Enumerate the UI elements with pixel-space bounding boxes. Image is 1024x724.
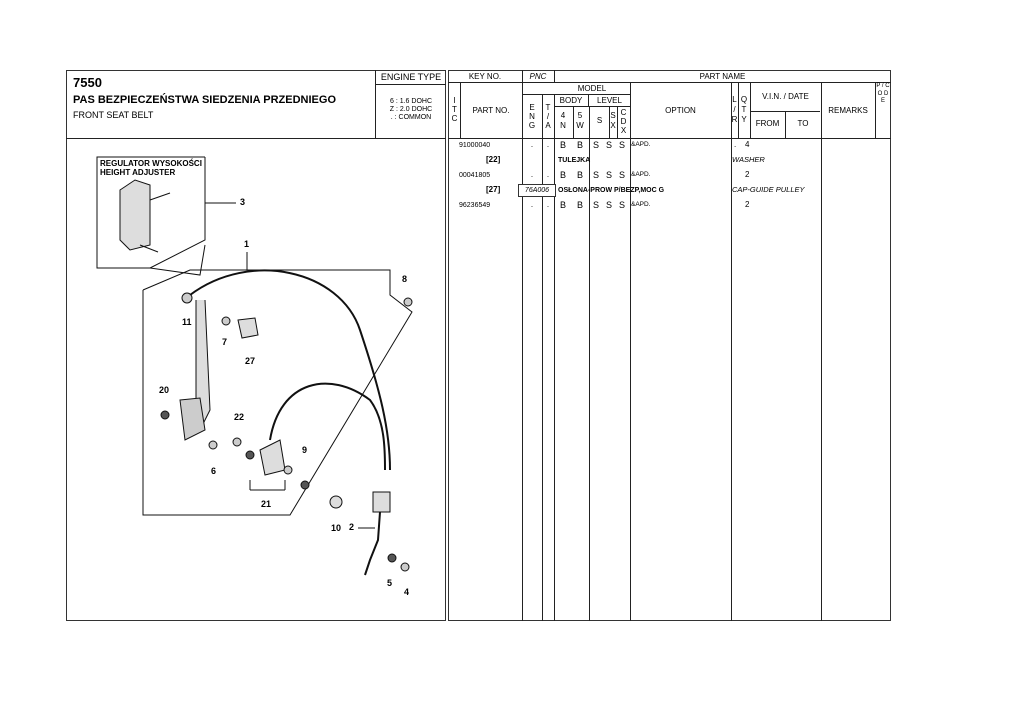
col-qty: Q T Y (740, 95, 748, 124)
col-vin-date: V.I.N. / DATE (762, 92, 809, 101)
col-sx: S X (610, 111, 616, 130)
option: &APD. (631, 171, 651, 178)
col-key-no: KEY NO. (468, 72, 502, 81)
lr: . (734, 140, 737, 149)
callout-22: 22 (234, 412, 245, 422)
level-cdx: S (618, 200, 625, 210)
callout-5: 5 (387, 578, 393, 588)
body-4n: B (559, 170, 566, 180)
buckle-assembly (329, 491, 410, 576)
level-sx: S (605, 140, 612, 150)
callout-1: 1 (244, 239, 250, 249)
key-no: [27] (486, 185, 501, 194)
part-name-pl: TULEJKA (558, 157, 591, 164)
level-s: S (592, 140, 599, 150)
level-cdx: S (618, 170, 625, 180)
col-cdx: C D X (620, 108, 627, 135)
belt-assembly-outline (142, 252, 413, 516)
callout-9: 9 (302, 445, 308, 455)
part-no: 91000040 (459, 142, 491, 149)
col-4n: 4 N (560, 111, 566, 130)
col-to: TO (797, 119, 809, 128)
callout-11: 11 (182, 317, 192, 327)
option: &APD. (631, 201, 651, 208)
col-ta: T / A (545, 103, 551, 130)
level-cdx: S (618, 140, 625, 150)
level-s: S (592, 170, 599, 180)
col-pnc: PNC (529, 72, 547, 81)
level-s: S (592, 200, 599, 210)
engine-type-1: 6 : 1.6 DOHC (389, 98, 432, 105)
option: &APD. (631, 141, 651, 148)
col-part-name: PART NAME (699, 72, 746, 81)
col-body: BODY (559, 96, 583, 105)
eng: . (530, 200, 534, 209)
qty: 2 (745, 170, 750, 179)
part-name-en: CAP-GUIDE PULLEY (732, 185, 805, 194)
inset-title-pl: REGULATOR WYSOKOŚCI (100, 159, 202, 168)
part-no: 96236549 (459, 202, 491, 209)
callout-8: 8 (402, 274, 408, 284)
callout-2: 2 (349, 522, 355, 532)
callout-7: 7 (222, 337, 228, 347)
body-5w: B (576, 140, 583, 150)
col-model: MODEL (577, 84, 607, 93)
body-5w: B (576, 170, 583, 180)
eng: . (530, 140, 534, 149)
pnc: 76A006 (518, 184, 556, 197)
level-sx: S (605, 200, 612, 210)
left-panel (66, 70, 446, 621)
col-level: LEVEL (597, 96, 622, 105)
title-english: FRONT SEAT BELT (73, 110, 154, 120)
callout-10: 10 (331, 523, 342, 533)
key-no: [22] (486, 155, 501, 164)
callout-21: 21 (261, 499, 272, 509)
title-polish: PAS BEZPIECZEŃSTWA SIEDZENIA PRZEDNIEGO (73, 94, 337, 106)
col-lr: L / R (731, 95, 738, 124)
ta: . (546, 170, 550, 179)
parts-table (448, 70, 891, 621)
callout-3: 3 (240, 197, 246, 207)
section-code: 7550 (73, 75, 102, 90)
ta: . (546, 200, 550, 209)
col-from: FROM (755, 119, 780, 128)
part-no: 00041805 (459, 172, 491, 179)
col-part-no: PART NO. (472, 106, 510, 115)
qty: 4 (745, 140, 750, 149)
callout-27: 27 (245, 356, 256, 366)
col-eng: E N G (528, 103, 536, 130)
col-itc: I T C (451, 96, 458, 123)
eng: . (530, 170, 534, 179)
body-4n: B (559, 200, 566, 210)
col-option: OPTION (665, 106, 696, 115)
col-pcode: P / C O D E (876, 83, 890, 104)
ta: . (546, 140, 550, 149)
level-sx: S (605, 170, 612, 180)
col-5w: 5 W (576, 111, 584, 130)
body-5w: B (576, 200, 583, 210)
callout-20: 20 (159, 385, 170, 395)
engine-type-label: ENGINE TYPE (380, 72, 442, 82)
body-4n: B (559, 140, 566, 150)
qty: 2 (745, 200, 750, 209)
col-remarks: REMARKS (828, 106, 868, 115)
engine-type-2: Z : 2.0 DOHC (389, 106, 433, 113)
callout-4: 4 (404, 587, 410, 597)
part-name-pl: OSŁONA-PROW P/BEZP,MOC G (558, 187, 665, 194)
col-s: S (596, 116, 603, 125)
callout-6: 6 (211, 466, 217, 476)
height-adjuster-inset (96, 156, 236, 276)
part-name-en: WASHER (732, 155, 765, 164)
engine-type-3: . : COMMON (390, 114, 432, 121)
inset-title-en: HEIGHT ADJUSTER (100, 168, 176, 177)
